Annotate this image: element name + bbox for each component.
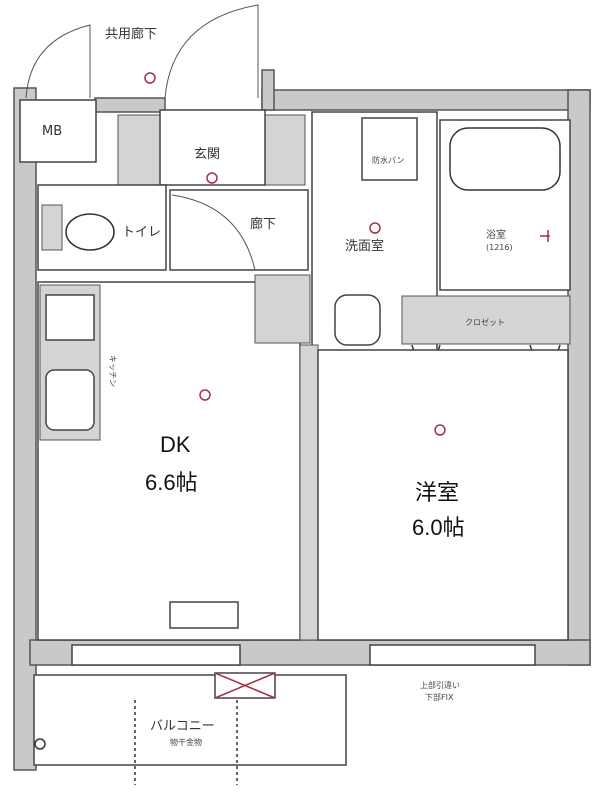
outdoor-unit-cross <box>214 672 276 699</box>
outer-wall-top-entrance <box>94 97 166 113</box>
washbasin <box>334 294 381 346</box>
hallway-label: 廊下 <box>250 216 276 232</box>
dk-size: 6.6帖 <box>145 470 198 495</box>
pillar <box>261 69 275 111</box>
window-western <box>369 644 536 666</box>
western-room-size: 6.0帖 <box>412 515 465 540</box>
window-note-line2: 下部FIX <box>425 692 454 702</box>
western-light-icon <box>434 424 446 436</box>
shower-icon <box>540 230 550 242</box>
dk-name: DK <box>160 432 191 457</box>
laundry-hanger-label: 物干金物 <box>170 737 202 747</box>
hallway-area <box>169 189 309 271</box>
intercom-icon <box>144 72 156 84</box>
washroom-label: 洗面室 <box>345 238 384 254</box>
washer-pan <box>361 117 418 181</box>
mb-label: MB <box>42 124 62 139</box>
western-room <box>317 349 569 641</box>
kitchen-label: キッチン <box>108 355 117 387</box>
window-dk <box>71 644 241 666</box>
closet <box>401 295 571 345</box>
bathroom <box>439 119 571 291</box>
drain-icon <box>34 738 46 750</box>
outer-wall-left <box>13 87 37 771</box>
toilet-label: トイレ <box>122 225 161 240</box>
entrance-light-icon <box>206 172 218 184</box>
bathtub <box>449 127 561 191</box>
bathroom-size: (1216) <box>486 243 513 252</box>
stove <box>45 294 95 341</box>
entrance-door-swing <box>164 4 259 99</box>
entrance-area <box>159 109 266 186</box>
hanger-marks <box>134 700 238 785</box>
dk-light-icon <box>199 389 211 401</box>
ac-unit <box>169 601 239 629</box>
common-corridor-label: 共用廊下 <box>105 26 157 42</box>
storage-under-stairs <box>254 274 311 344</box>
outer-wall-right <box>567 89 591 666</box>
toilet-bowl-icon <box>65 213 115 251</box>
outer-wall-top-right <box>261 89 591 111</box>
toilet-tank <box>41 204 63 251</box>
washer-pan-label: 防水パン <box>372 155 404 165</box>
western-room-name: 洋室 <box>415 480 459 505</box>
mb-door-swing <box>25 24 91 99</box>
storage-right <box>264 114 306 186</box>
bathroom-label: 浴室 <box>486 228 506 241</box>
mb-box <box>19 99 97 163</box>
balcony <box>33 674 347 766</box>
window-note-line1: 上部引違い <box>420 680 460 690</box>
entrance-label: 玄関 <box>194 147 220 162</box>
shoe-closet <box>117 114 161 186</box>
sink <box>45 369 95 431</box>
hallway-door-swing <box>171 194 256 271</box>
closet-label: クロゼット <box>465 317 505 327</box>
balcony-label: バルコニー <box>150 719 215 734</box>
washroom-light-icon <box>369 222 381 234</box>
partition-wall <box>299 344 319 641</box>
